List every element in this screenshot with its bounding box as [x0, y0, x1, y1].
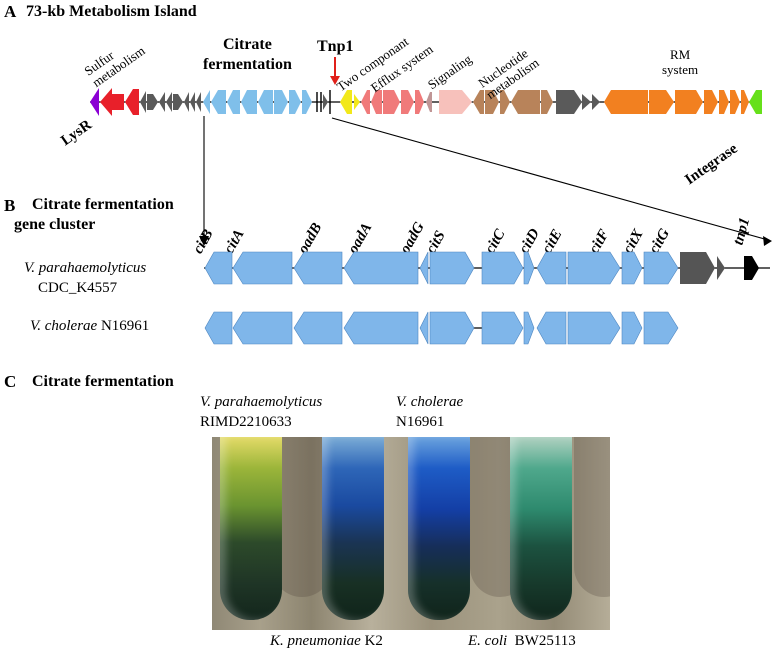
tube3-strain: N16961 [396, 414, 445, 430]
tube2-label: K. pneumoniae K2 [270, 633, 383, 650]
tube2-strain: K2 [364, 633, 383, 649]
tube4-strain: BW25113 [514, 633, 576, 649]
panel-a-letter: A [4, 2, 17, 21]
row1-tnp1-gene [744, 256, 759, 280]
efflux-genes [361, 90, 424, 114]
sulfur-gene [125, 89, 139, 115]
row1-strain: CDC_K4557 [38, 280, 118, 296]
panel-b-letter: B [4, 196, 16, 215]
cluster-start-arrowhead [199, 236, 209, 246]
grey-gene [582, 94, 591, 110]
tube1-species: V. parahaemolyticus [200, 394, 323, 410]
grey-gene [556, 90, 582, 114]
citrate-label: Citrate fermentation [203, 36, 292, 73]
signaling-gene [439, 90, 472, 114]
rm-label: RM system [662, 47, 699, 77]
row1-grey-gene [680, 252, 715, 284]
tube-vp [220, 437, 282, 620]
citrate-cluster-diagram [204, 251, 770, 345]
tube4-species: E. coli [468, 633, 508, 649]
tube-ec [510, 437, 572, 620]
metabolism-island-map [90, 57, 772, 246]
panel-b-title-line2: gene cluster [14, 216, 96, 233]
grey-gene [592, 94, 600, 110]
tnp1-pointer-head [330, 76, 340, 85]
tube-vc [408, 437, 470, 620]
signaling-small-gene [426, 92, 432, 112]
panel-a-title: 73-kb Metabolism Island [26, 3, 197, 20]
citrate-tubes-photo [212, 437, 610, 630]
citrate-genes [203, 90, 312, 114]
tube-kp [322, 437, 384, 620]
grey-genes [140, 91, 201, 113]
cluster-end-arrowhead [763, 236, 772, 246]
row1-species: V. parahaemolyticus [24, 260, 147, 276]
tnp1-marks [316, 90, 331, 114]
row1-grey-gene-small [717, 256, 725, 280]
rm-system-genes [604, 90, 749, 114]
tube3-species: V. cholerae [396, 394, 464, 410]
tube2-species: K. pneumoniae [270, 633, 361, 649]
panel-b-title-line1: Citrate fermentation [32, 196, 174, 213]
two-component-genes [340, 90, 360, 114]
nucleotide-genes [473, 90, 553, 114]
integrase-gene [749, 90, 762, 114]
row2-genes [204, 311, 679, 345]
sulfur-gene [100, 88, 124, 116]
row2-species: V. cholerae [30, 318, 98, 334]
row2-strain: N16961 [100, 318, 150, 334]
tnp1-label: Tnp1 [317, 38, 354, 55]
tube-shadow [574, 437, 610, 597]
row2-label: V. cholerae N16961 [30, 318, 149, 335]
cluster-end-line [331, 117, 769, 241]
tube4-label: E. coli BW25113 [468, 633, 576, 650]
panel-c-title: Citrate fermentation [32, 373, 174, 390]
lysr-gene [90, 88, 99, 116]
tube1-strain: RIMD2210633 [200, 414, 292, 430]
grey-gene [323, 94, 328, 110]
panel-c-letter: C [4, 372, 17, 391]
row1-genes [204, 251, 679, 285]
